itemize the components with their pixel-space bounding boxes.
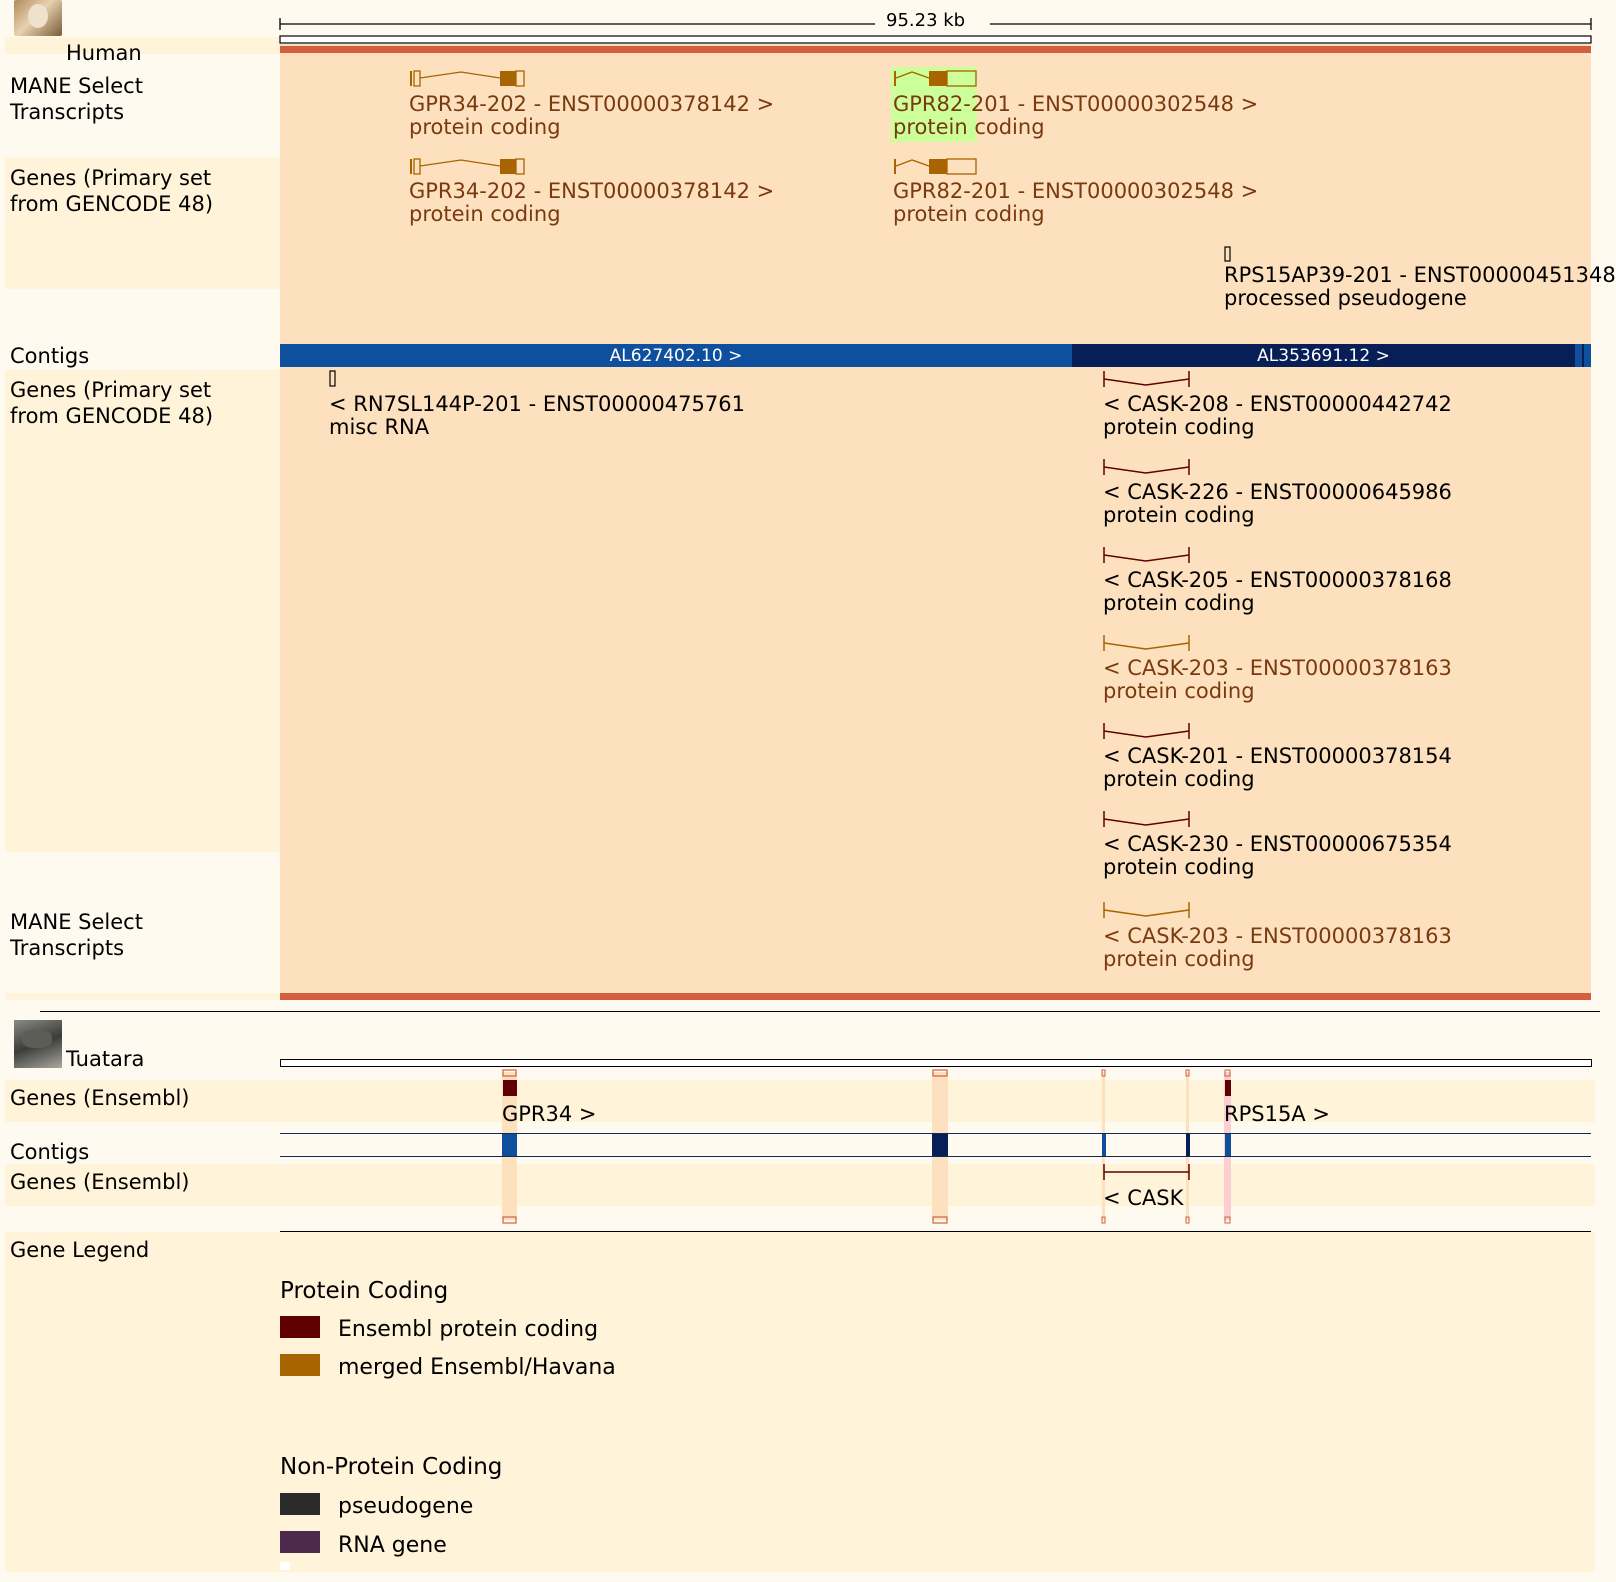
- legend-swatch: [280, 1316, 320, 1338]
- track-label-ensembl-genes: Genes (Ensembl): [10, 1086, 190, 1110]
- species-separator: [40, 1011, 1600, 1012]
- legend-swatch: [280, 1493, 320, 1515]
- legend-item-label: Ensembl protein coding: [338, 1317, 599, 1342]
- contig-line: [280, 1133, 1591, 1134]
- transcript-glyph[interactable]: [1103, 723, 1190, 739]
- track-label-ensembl-genes: Genes (Ensembl): [10, 1170, 190, 1194]
- transcript-glyph[interactable]: [1224, 246, 1231, 262]
- region-border-top: [280, 46, 1591, 53]
- transcript-glyph[interactable]: [894, 158, 977, 175]
- contig-block[interactable]: [1186, 1134, 1190, 1156]
- label-band: [5, 1164, 1595, 1206]
- legend-item-label: pseudogene: [338, 1494, 474, 1519]
- label-band: [5, 1080, 1595, 1122]
- track-label-contigs: Contigs: [10, 344, 90, 368]
- tuatara-species-label: Tuatara: [66, 1047, 145, 1071]
- contig-label: AL353691.12 >: [1257, 346, 1390, 366]
- contig-divider: [1582, 344, 1584, 367]
- transcript-label[interactable]: GPR82-201 - ENST00000302548 >protein cod…: [893, 179, 1259, 226]
- transcript-label[interactable]: GPR34-202 - ENST00000378142 >protein cod…: [409, 92, 775, 139]
- label-band: [5, 993, 280, 1000]
- contig-bar[interactable]: [1072, 344, 1575, 367]
- legend-item-label: RNA gene: [338, 1533, 447, 1558]
- gene-label[interactable]: GPR34 >: [502, 1102, 597, 1126]
- transcript-glyph[interactable]: [1103, 902, 1190, 918]
- transcript-glyph[interactable]: [1103, 547, 1190, 563]
- forward-transcript-glyphs: [410, 70, 1231, 262]
- human-species-band: [5, 37, 280, 54]
- transcript-glyph[interactable]: [410, 70, 525, 87]
- transcript-glyph[interactable]: [329, 370, 336, 387]
- contig-bar[interactable]: [280, 344, 1072, 367]
- track-label-contigs: Contigs: [10, 1140, 90, 1164]
- legend-title: Gene Legend: [10, 1238, 150, 1262]
- gene-block[interactable]: [503, 1080, 517, 1096]
- label-band: [5, 157, 280, 289]
- gene-label[interactable]: < CASK: [1103, 1186, 1184, 1210]
- legend-section-heading: Protein Coding: [280, 1278, 449, 1304]
- transcript-glyph[interactable]: [1103, 635, 1190, 651]
- contig-block[interactable]: [1225, 1134, 1231, 1156]
- transcript-glyph[interactable]: [1103, 811, 1190, 827]
- legend-marker: [280, 1562, 290, 1570]
- human-species-icon[interactable]: [14, 0, 62, 36]
- scale-bar: [279, 18, 1592, 44]
- legend-item-label: merged Ensembl/Havana: [338, 1355, 616, 1380]
- reverse-transcript-glyphs: [329, 370, 1190, 918]
- legend-top-rule: [280, 1231, 1591, 1232]
- gene-block[interactable]: [1225, 1080, 1231, 1096]
- human-species-label: Human: [66, 41, 142, 65]
- legend-section-heading: Non-Protein Coding: [280, 1454, 503, 1480]
- legend-swatch: [280, 1354, 320, 1376]
- gene-glyph[interactable]: [0, 0, 1600, 1200]
- transcript-glyph[interactable]: [1103, 371, 1190, 387]
- transcript-label[interactable]: GPR82-201 - ENST00000302548 >protein cod…: [893, 92, 1259, 139]
- contig-block[interactable]: [1102, 1134, 1106, 1156]
- contig-line: [280, 1156, 1591, 1157]
- legend-swatch: [280, 1531, 320, 1553]
- orthologue-markers: [502, 1069, 1231, 1224]
- contig-label: AL627402.10 >: [609, 346, 743, 366]
- label-band: [5, 370, 280, 852]
- gene-label[interactable]: RPS15A >: [1224, 1102, 1330, 1126]
- region-border-bottom: [280, 993, 1591, 1000]
- contig-block[interactable]: [502, 1134, 517, 1156]
- transcript-glyph[interactable]: [894, 70, 977, 87]
- highlighted-region: [280, 44, 1591, 1000]
- scale-bar-label: 95.23 kb: [886, 10, 966, 31]
- transcript-glyph[interactable]: [410, 158, 525, 175]
- transcript-label[interactable]: GPR34-202 - ENST00000378142 >protein cod…: [409, 179, 775, 226]
- legend-band: [5, 1232, 1595, 1572]
- tuatara-species-icon[interactable]: [14, 1020, 62, 1068]
- tuatara-region-bar: [280, 1059, 1592, 1067]
- contig-block[interactable]: [932, 1134, 948, 1156]
- transcript-glyph[interactable]: [1103, 459, 1190, 475]
